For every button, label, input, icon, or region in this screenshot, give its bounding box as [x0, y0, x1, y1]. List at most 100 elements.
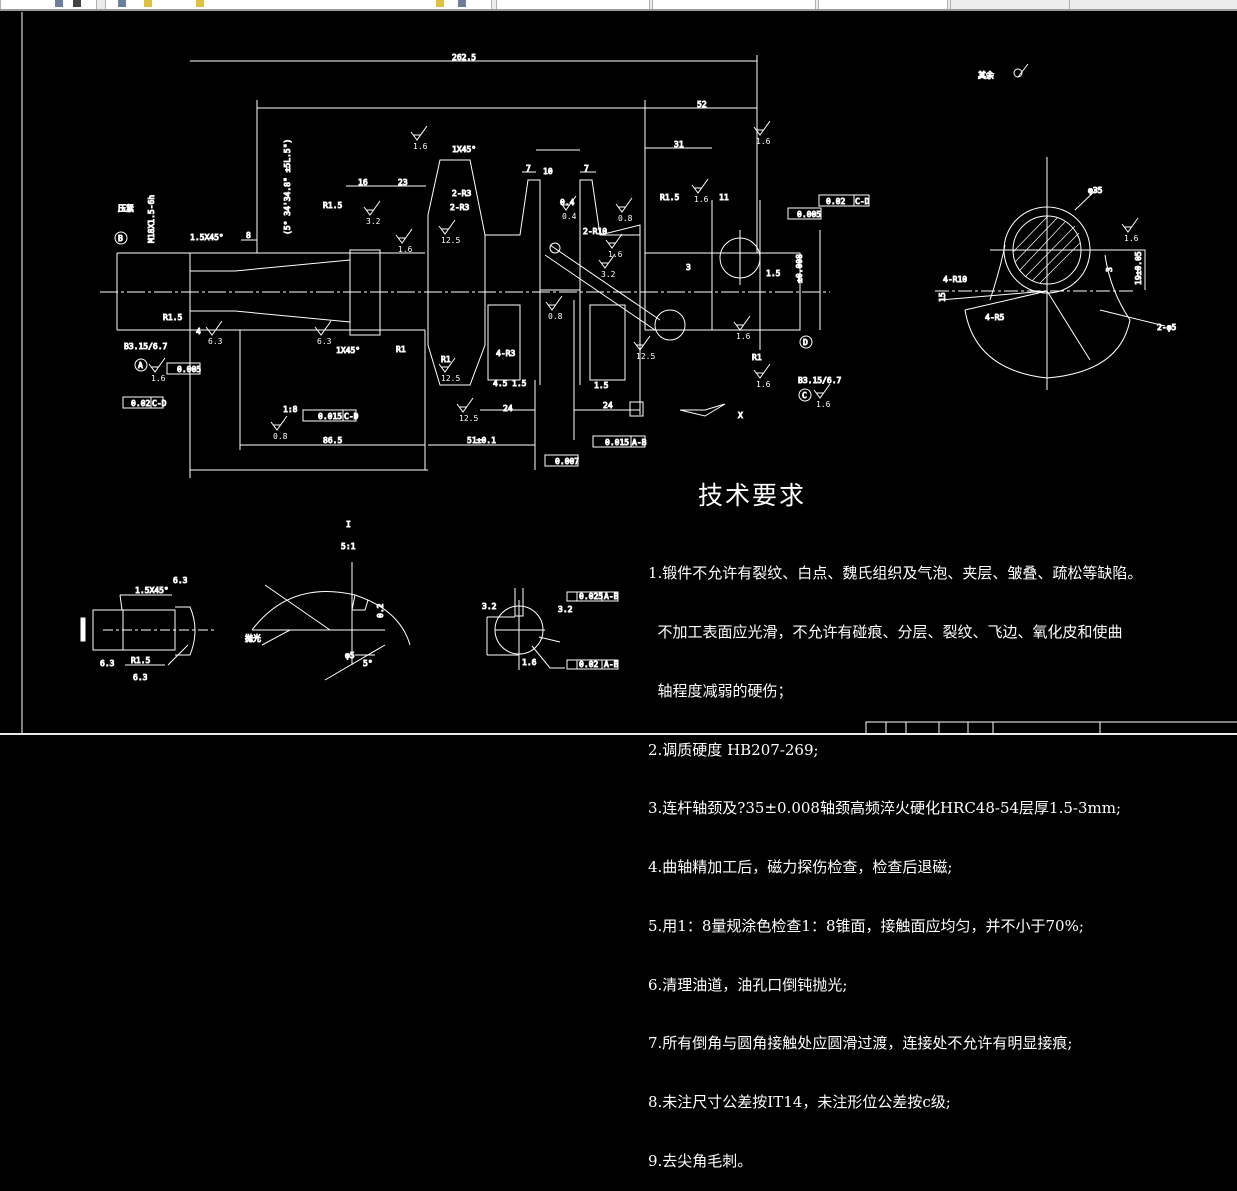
roughness-symbol [205, 320, 223, 336]
roughness-symbol [615, 197, 633, 213]
detail-i-view [251, 562, 411, 681]
drawing-canvas[interactable] [0, 11, 1237, 733]
datum-b: B [118, 234, 123, 243]
datum-d: D [803, 338, 808, 347]
tolerance-value: 0.025 [579, 592, 603, 601]
dim-3: 3 [686, 263, 691, 272]
radius-label: R1 [441, 355, 451, 364]
radius-label: 4-R3 [496, 349, 515, 358]
section-dim: φ35 [1088, 186, 1103, 195]
other-surfaces-label: 其余 [978, 70, 994, 80]
roughness-label: 0.8 [548, 312, 563, 321]
roughness-label: 3.2 [558, 605, 573, 614]
dim-16: 16 [358, 178, 368, 187]
roughness-label: 12.5 [441, 374, 460, 383]
detail-keyway-view [486, 588, 619, 670]
roughness-label: 1.6 [151, 374, 166, 383]
plotstyle-dropdown[interactable] [950, 0, 1070, 9]
dim-7: 7 [526, 164, 531, 173]
roughness-label: 12.5 [636, 352, 655, 361]
roughness-label: 1.6 [522, 658, 537, 667]
requirement-line: 9.去尖角毛刺。 [648, 1152, 753, 1170]
requirement-line: 不加工表面应光滑，不允许有碰痕、分层、裂纹、飞边、氧化皮和使曲 [648, 622, 1123, 641]
tolerance-ref: A-B [632, 438, 647, 447]
roughness-symbol [410, 125, 428, 141]
layer-icon[interactable] [73, 0, 81, 7]
roughness-symbol [691, 178, 709, 194]
center-hole-label: B3.15/6.7 [798, 376, 842, 385]
requirement-line: 8.未注尺寸公差按IT14，未注形位公差按c级; [648, 1093, 951, 1112]
roughness-label: 12.5 [441, 236, 460, 245]
layer-icon [458, 0, 466, 7]
radius-label: R1 [396, 345, 406, 354]
taper-label: 1:8 [283, 405, 298, 414]
cad-toolbar [0, 0, 1237, 11]
dim-overall-length: 262.5 [452, 53, 476, 62]
requirement-line: 6.清理油道，油孔口倒钝抛光; [648, 975, 848, 994]
roughness-symbol [633, 335, 651, 351]
roughness-symbol [598, 253, 616, 269]
sun-icon [144, 0, 152, 7]
radius-label: 2-R10 [583, 227, 607, 236]
section-dim: 4-R5 [985, 313, 1004, 322]
roughness-symbol [605, 233, 623, 249]
requirement-line: 轴程度减弱的硬伤； [648, 681, 793, 700]
requirement-line: 7.所有倒角与圆角接触处应圆滑过渡，连接处不允许有明显接痕; [648, 1034, 1073, 1053]
roughness-symbol [753, 363, 771, 379]
tolerance-ref: A-B [604, 660, 619, 669]
linetype-dropdown[interactable] [652, 0, 816, 9]
crankshaft-outline [116, 159, 801, 478]
dim-8: 8 [246, 231, 251, 240]
section-dim: 15 [938, 292, 947, 302]
lineweight-dropdown[interactable] [818, 0, 948, 9]
roughness-symbol [438, 219, 456, 235]
section-dim: 3 [1105, 267, 1114, 272]
detail-radius: R1.5 [131, 656, 150, 665]
lock-icon [196, 0, 204, 7]
tolerance-value: 0.02 [826, 197, 845, 206]
roughness-label: 12.5 [459, 414, 478, 423]
crank-section-view: φ35 4-R10 4-R5 2-φ5 19±0.05 3 15 [935, 157, 1177, 390]
requirement-line: 2.调质硬度 HB207-269; [648, 740, 819, 759]
tolerance-value: 0.015 [605, 438, 629, 447]
roughness-symbol [148, 357, 166, 373]
chamfer-label: 1X45° [452, 145, 476, 154]
roughness-symbol [438, 357, 456, 373]
roughness-label: 0.8 [273, 432, 288, 441]
roughness-label: 1.6 [756, 380, 771, 389]
dim-86-5: 86.5 [323, 436, 342, 445]
layer-icon[interactable] [55, 0, 63, 7]
dim-11: 11 [719, 193, 729, 202]
color-icon [436, 0, 444, 7]
tolerance-value: 0.007 [555, 457, 579, 466]
chamfer-label: 1.5X45° [190, 233, 224, 242]
roughness-label: 1.6 [736, 332, 751, 341]
roughness-symbol [813, 383, 831, 399]
layer-dropdown[interactable] [105, 0, 492, 9]
radius-label: 2-R3 [450, 203, 469, 212]
detail-scale: 5:1 [341, 542, 356, 551]
section-dim: 2-φ5 [1157, 323, 1176, 332]
eye-icon [118, 0, 126, 7]
detail-label: I [346, 520, 351, 529]
roughness-symbol [270, 415, 288, 431]
roughness-label: 1.6 [608, 250, 623, 259]
roughness-label: 0.4 [560, 198, 575, 207]
roughness-label: 3.2 [482, 602, 497, 611]
roughness-symbol [733, 315, 751, 331]
detail-dim: 0.2 [376, 603, 385, 618]
detail-end-view [80, 594, 215, 666]
requirement-line: 3.连杆轴颈及?35±0.008轴颈高频淬火硬化HRC48-54层厚1.5-3m… [648, 799, 1122, 818]
dim-51: 51±0.1 [467, 436, 496, 445]
radius-label: R1.5 [660, 193, 679, 202]
chamfer-label: 1X45° [336, 346, 360, 355]
status-strip [0, 733, 1237, 735]
roughness-symbol [753, 120, 771, 136]
roughness-label: 6.3 [317, 337, 332, 346]
dimension-lines [190, 55, 821, 471]
color-dropdown[interactable] [496, 0, 650, 9]
tolerance-value: 0.02 [131, 399, 150, 408]
roughness-label: 1.6 [413, 142, 428, 151]
roughness-symbol [1121, 217, 1139, 233]
